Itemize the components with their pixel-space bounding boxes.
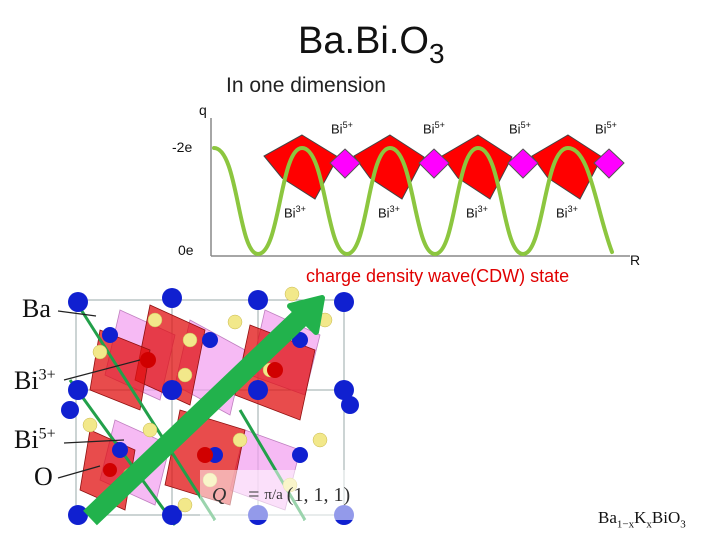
- cdw-caption: charge density wave(CDW) state: [306, 266, 570, 286]
- bi5-label-2: Bi5+: [423, 120, 445, 137]
- bi3-label-3: Bi3+: [466, 204, 488, 221]
- tick-label-bottom: 0e: [178, 242, 194, 258]
- legend-ba: Ba: [22, 294, 51, 323]
- legend-o: O: [34, 462, 53, 491]
- octahedron-bi5-2: [418, 148, 450, 179]
- legend-bi3: Bi3+: [14, 366, 56, 395]
- octahedron-bi3-4: [531, 134, 603, 200]
- bi3-label-4: Bi3+: [556, 204, 578, 221]
- legend-bi5: Bi5+: [14, 425, 56, 454]
- q-vector-arrow: [83, 295, 325, 526]
- charge-wave: [212, 145, 614, 257]
- octahedron-bi3-3: [441, 134, 513, 200]
- cdw-diagram: [210, 118, 630, 257]
- title-subscript: 3: [428, 38, 445, 69]
- tick-label-top: -2e: [172, 139, 193, 155]
- legend-pointers: [57, 310, 140, 479]
- bi5-label-3: Bi5+: [509, 120, 531, 137]
- bi5-label-1: Bi5+: [331, 120, 353, 137]
- bi-atoms: [103, 352, 283, 477]
- octahedron-bi3-2: [353, 134, 425, 200]
- wavevector-label: Q⃗ = π/a (1, 1, 1): [200, 470, 362, 520]
- y-axis-label: q: [199, 102, 207, 118]
- octahedron-bi5-4: [593, 148, 625, 179]
- bi5-label-4: Bi5+: [595, 120, 617, 137]
- compound-formula: Ba1−xKxBiO3: [598, 508, 686, 531]
- octahedron-bi5-1: [329, 148, 361, 179]
- bi3-label-2: Bi3+: [378, 204, 400, 221]
- title-text: Ba.Bi.O: [298, 20, 429, 62]
- x-axis-label: R: [630, 252, 641, 268]
- octahedron-bi3-1: [263, 134, 339, 200]
- bi3-label-1: Bi3+: [284, 204, 306, 221]
- subtitle: In one dimension: [226, 74, 386, 97]
- octahedron-bi5-3: [507, 148, 539, 179]
